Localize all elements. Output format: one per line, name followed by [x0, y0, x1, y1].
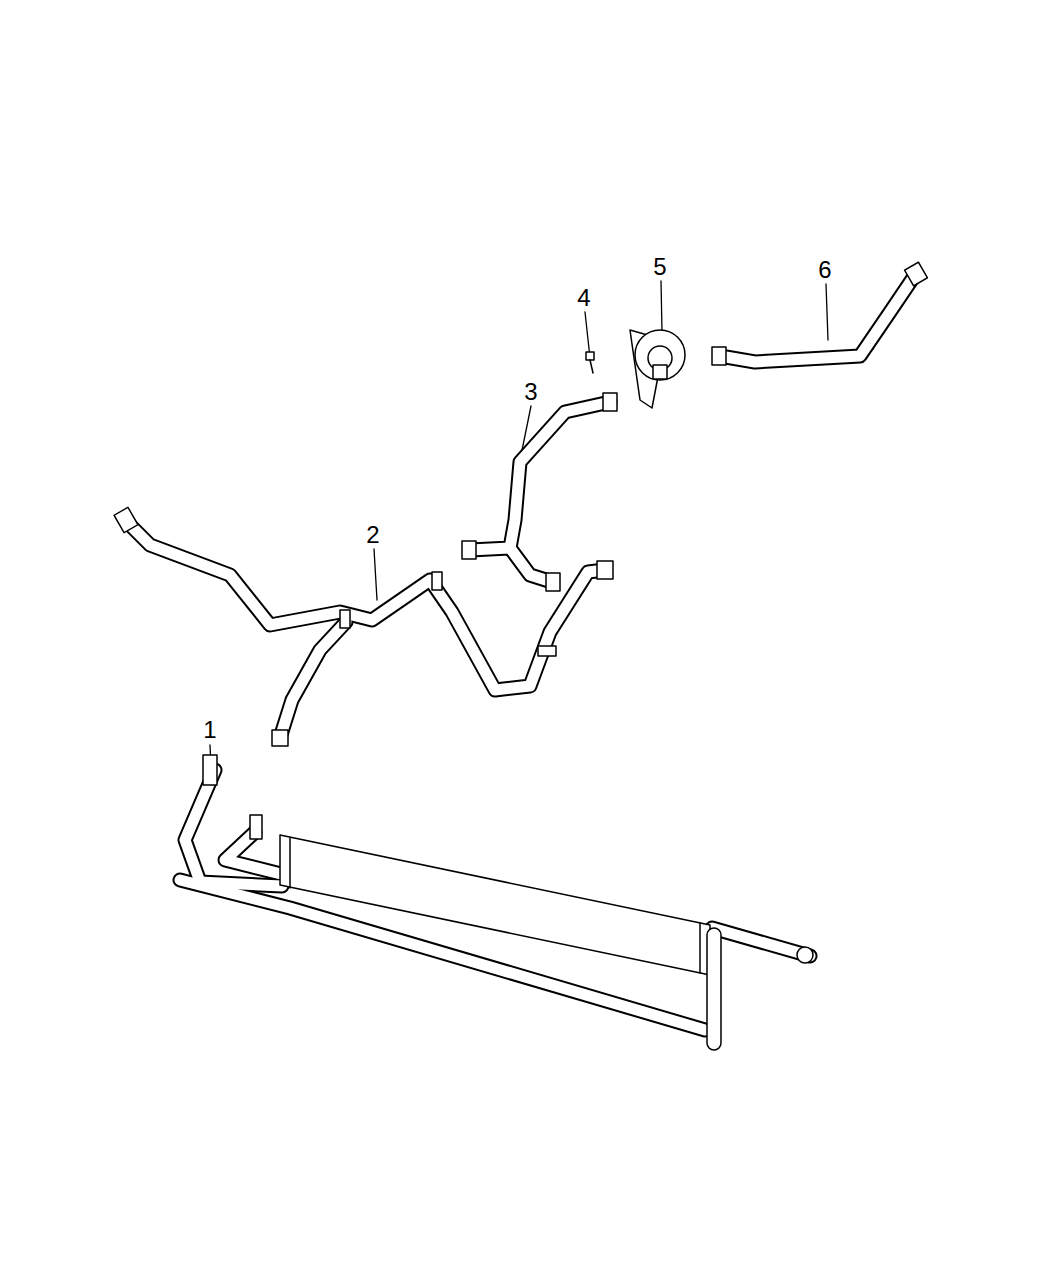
callout-number: 3: [522, 380, 539, 404]
callout-number: 6: [816, 258, 833, 282]
callout-number: 1: [201, 718, 218, 742]
callout-number: 5: [651, 255, 668, 279]
callout-number: 4: [575, 286, 592, 310]
callout-number: 2: [364, 523, 381, 547]
